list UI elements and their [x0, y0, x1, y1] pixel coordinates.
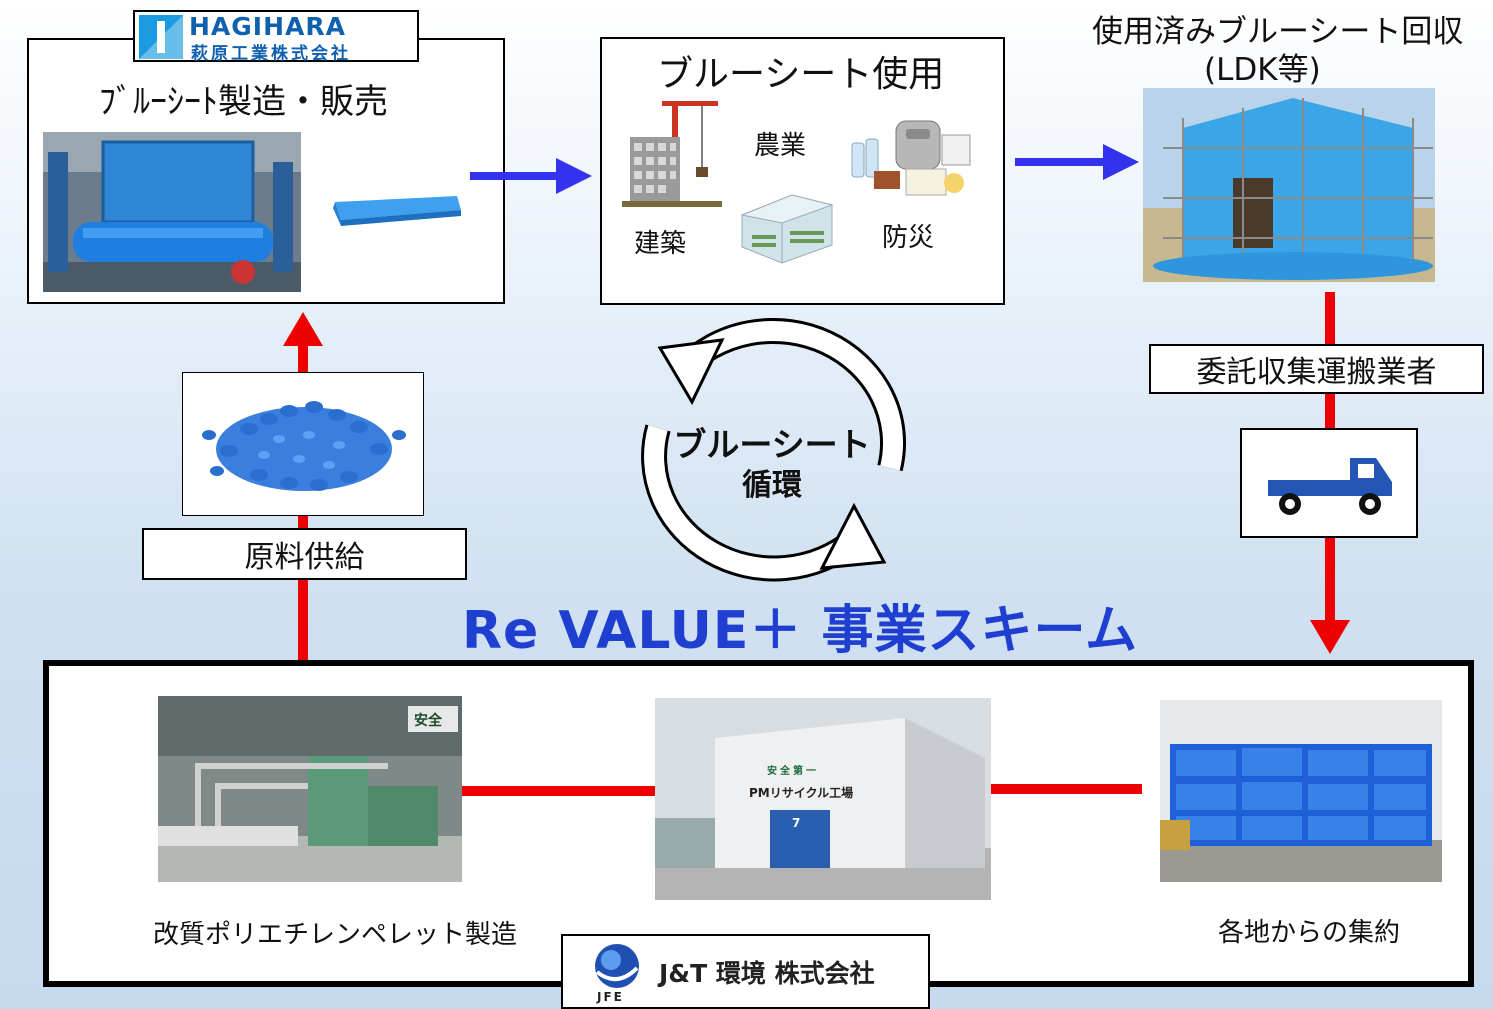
flow-line-red-left-1	[298, 344, 308, 376]
scaffolding-photo	[1143, 88, 1435, 282]
flow-arrow-red-left-head	[283, 312, 323, 346]
hagihara-logo: HAGIHARA 萩原工業株式会社	[133, 10, 419, 64]
company-name: J&T 環境 株式会社	[659, 959, 875, 988]
aggregation-caption: 各地からの集約	[1218, 918, 1401, 948]
flow-arrow-blue-1-head	[556, 158, 592, 194]
usage-item-disaster-prevention: 防災	[882, 223, 935, 253]
jfe-logo-sub: JFE	[597, 990, 624, 1004]
usage-title: ブルーシート使用	[657, 54, 945, 95]
cycle-label-line1: ブルーシート	[673, 425, 871, 464]
jfe-logo-mark	[595, 944, 639, 988]
truck-icon	[1268, 458, 1392, 515]
raw-supply-label: 原料供給	[142, 528, 467, 580]
blue-pellets-image	[202, 401, 406, 491]
disaster-supplies-illustration	[851, 120, 971, 196]
construction-illustration	[622, 101, 722, 207]
flow-arrow-blue-1	[470, 172, 558, 180]
factory-sign-top: 安全第一	[767, 766, 819, 777]
collection-title-line2: (LDK等)	[1204, 52, 1321, 88]
cycle-label-line2: 循環	[742, 468, 802, 503]
weaving-machine-photo	[43, 132, 301, 292]
flow-line-red-bottom-1	[460, 786, 656, 796]
manufacturer-box: ﾌﾞﾙｰｼｰﾄ製造・販売	[27, 38, 505, 304]
hagihara-logo-jp: 萩原工業株式会社	[191, 44, 351, 64]
factory-door-number: 7	[792, 816, 801, 830]
hagihara-logo-en: HAGIHARA	[189, 12, 346, 41]
collection-title-line1: 使用済みブルーシート回収	[1092, 14, 1464, 50]
greenhouse-illustration	[740, 194, 834, 264]
flow-line-red-right-2	[1325, 394, 1335, 430]
pellet-plant-photo: 安全	[158, 696, 462, 882]
flow-line-red-bottom-2	[990, 784, 1142, 794]
flow-line-red-right-1	[1325, 292, 1335, 348]
folded-sheet-image	[321, 192, 467, 232]
pellets-image-box	[182, 372, 424, 516]
flow-line-red-left-2	[298, 516, 308, 530]
manufacturer-title: ﾌﾞﾙｰｼｰﾄ製造・販売	[99, 82, 388, 122]
hagihara-logo-mark	[139, 15, 183, 59]
contractor-label: 委託収集運搬業者	[1149, 344, 1484, 394]
flow-arrow-blue-2-head	[1103, 144, 1139, 180]
pellet-production-caption: 改質ポリエチレンペレット製造	[153, 920, 518, 950]
flow-arrow-red-right-head	[1310, 620, 1350, 654]
scheme-title: Re VALUE＋ 事業スキーム	[462, 601, 1138, 661]
usage-item-agriculture: 農業	[754, 131, 807, 161]
jt-kankyo-logo: JFE J&T 環境 株式会社	[561, 934, 930, 1009]
flow-line-red-right-3	[1325, 538, 1335, 624]
usage-box: ブルーシート使用 農業 建築 防災	[600, 37, 1005, 305]
cycle-arrows-icon	[641, 318, 907, 582]
collected-sheets-photo	[1160, 700, 1442, 882]
truck-box	[1240, 428, 1418, 538]
factory-sign: PMリサイクル工場	[749, 786, 854, 800]
usage-item-construction: 建築	[634, 229, 687, 259]
recycling-factory-photo: 安全第一 PMリサイクル工場 7	[655, 698, 991, 900]
plant-wall-sign: 安全	[414, 713, 442, 729]
flow-line-red-left-3	[298, 580, 308, 664]
flow-arrow-blue-2	[1015, 158, 1105, 166]
